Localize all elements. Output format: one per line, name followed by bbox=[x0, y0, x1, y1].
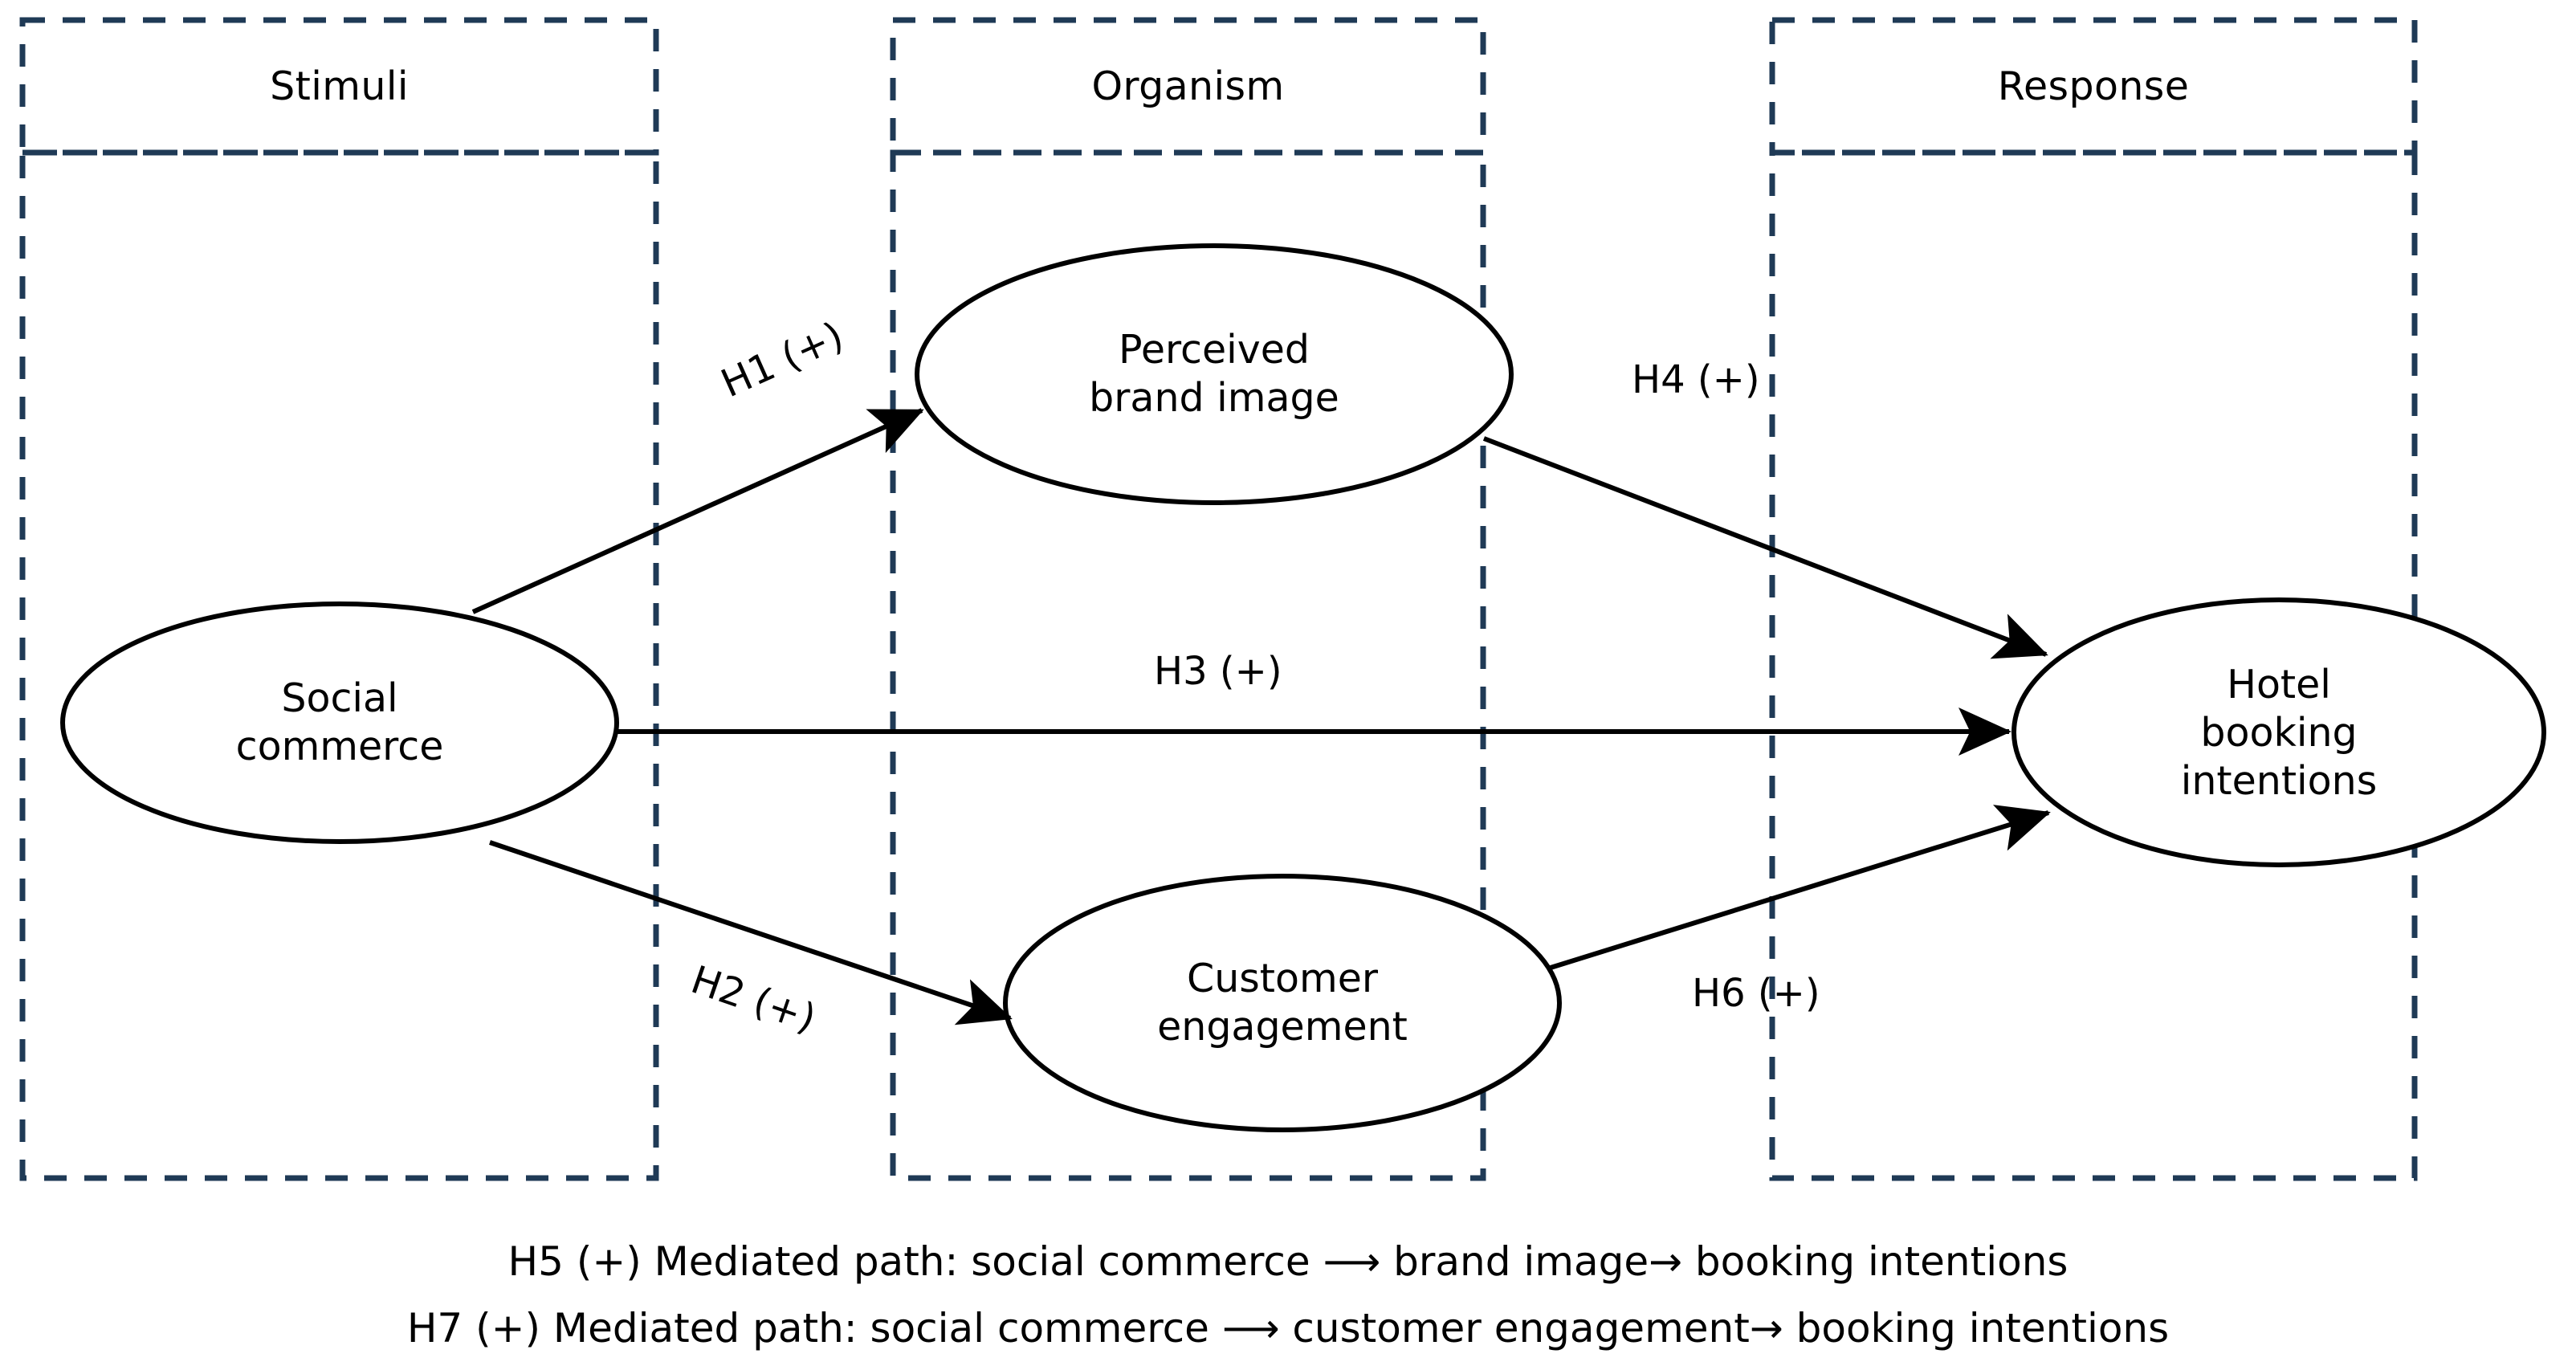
node-label-social-commerce: Social commerce bbox=[99, 642, 581, 803]
column-header-response-label: Response bbox=[1997, 63, 2190, 109]
column-header-stimuli: Stimuli bbox=[22, 20, 656, 153]
node-label-brand-image: Perceived brand image bbox=[957, 294, 1471, 455]
node-ellipse-brand-image[interactable] bbox=[915, 243, 1514, 505]
column-frame-response-body bbox=[1769, 149, 2418, 1181]
column-frame-stimuli-header bbox=[19, 17, 659, 156]
column-header-response: Response bbox=[1772, 20, 2415, 153]
node-label-social-commerce-line2: commerce bbox=[235, 724, 444, 769]
caption-h5: H5 (+) Mediated path: social commerce ⟶ … bbox=[507, 1238, 2069, 1285]
path-arrow-h2[interactable] bbox=[489, 840, 1013, 1025]
node-label-booking-intentions-line2: booking bbox=[2200, 710, 2358, 756]
node-label-brand-image-line1: Perceived bbox=[1119, 327, 1310, 373]
path-label-h3: H3 (+) bbox=[1154, 649, 1282, 694]
column-frame-stimuli-body bbox=[19, 149, 659, 1181]
node-label-booking-intentions: Hotel booking intentions bbox=[2054, 617, 2504, 850]
column-header-stimuli-label: Stimuli bbox=[270, 63, 409, 109]
node-label-booking-intentions-line1: Hotel bbox=[2227, 662, 2331, 708]
path-arrow-h6[interactable] bbox=[1550, 805, 2051, 970]
column-frame-organism-body bbox=[890, 149, 1486, 1181]
node-label-social-commerce-line1: Social bbox=[281, 675, 398, 722]
column-header-organism: Organism bbox=[893, 20, 1483, 153]
node-label-customer-engagement-line1: Customer bbox=[1186, 956, 1378, 1002]
node-label-customer-engagement-line2: engagement bbox=[1157, 1004, 1408, 1050]
path-arrow-h4[interactable] bbox=[1482, 436, 2048, 659]
node-label-customer-engagement: Customer engagement bbox=[1025, 923, 1539, 1083]
column-header-organism-label: Organism bbox=[1091, 63, 1285, 109]
node-label-booking-intentions-line3: intentions bbox=[2180, 757, 2378, 804]
path-label-h6: H6 (+) bbox=[1692, 971, 1820, 1016]
node-ellipse-booking-intentions[interactable] bbox=[2011, 597, 2546, 867]
path-label-h4: H4 (+) bbox=[1632, 357, 1760, 402]
node-label-brand-image-line2: brand image bbox=[1089, 375, 1339, 421]
node-ellipse-social-commerce[interactable] bbox=[60, 601, 619, 844]
path-arrow-h1[interactable] bbox=[471, 408, 924, 614]
caption-h7: H7 (+) Mediated path: social commerce ⟶ … bbox=[406, 1305, 2170, 1352]
